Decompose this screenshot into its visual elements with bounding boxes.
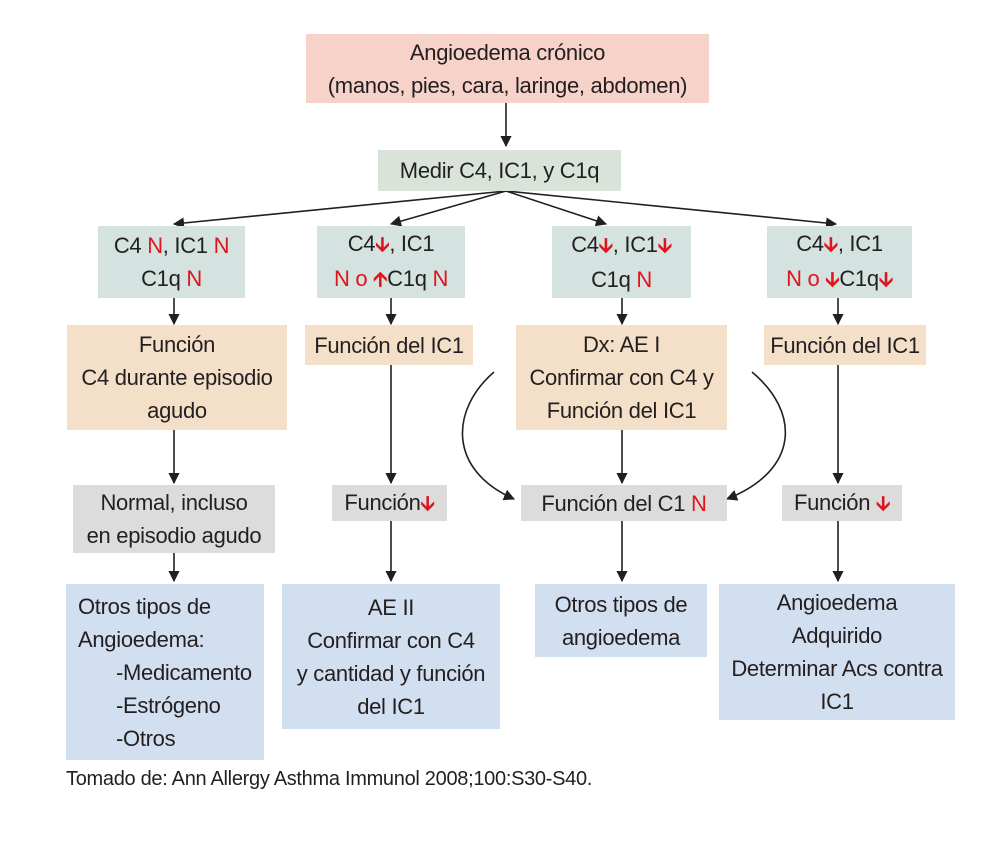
branch-4-outcome-line-2: Adquirido — [791, 623, 883, 648]
arrow-measure-to-branch-3 — [505, 190, 608, 227]
branch-2-result-line-1: C4🡫, IC1 — [347, 231, 435, 256]
branch-3-outcome-line-1: Otros tipos de — [554, 591, 688, 617]
chronic-angioedema-sites: (manos, pies, cara, laringe, abdomen) — [327, 72, 688, 98]
up-arrow-icon: 🡩 — [373, 269, 388, 291]
branch-3-result-box: C4🡫, IC1🡫 C1q N — [552, 226, 691, 298]
branch-4-outcome-line-4: IC1 — [820, 689, 854, 714]
normal-mark: N — [691, 490, 707, 516]
normal-mark: N — [432, 266, 449, 291]
branch-1-result-line-1: C4 N, IC1 N — [113, 233, 230, 258]
branch-4-outcome-box: Angioedema Adquirido Determinar Acs cont… — [719, 584, 955, 720]
branch-2-step2-line-1: Función del IC1 — [314, 332, 464, 358]
branch-3-result-line-2: C1q N — [591, 267, 652, 292]
branch-4-outcome-line-3: Determinar Acs contra — [731, 656, 943, 681]
branch-1-step3-box: Normal, incluso en episodio agudo — [73, 485, 275, 553]
normal-mark: N — [636, 267, 652, 292]
source-caption: Tomado de: Ann Allergy Asthma Immunol 20… — [66, 768, 593, 790]
branch-1-outcome-box: Otros tipos de Angioedema: -Medicamento … — [66, 584, 264, 760]
branch-1-step2-line-3: agudo — [147, 398, 207, 423]
normal-mark: N — [186, 266, 202, 291]
branch-4-result-box: C4🡫, IC1 N o 🡫C1q🡫 — [767, 226, 912, 298]
branch-3-outcome-box: Otros tipos de angioedema — [535, 584, 707, 657]
branch-2-outcome-line-2: Confirmar con C4 — [307, 627, 475, 653]
branch-2-outcome-line-1: AE II — [367, 594, 415, 620]
down-arrow-icon: 🡫 — [875, 492, 891, 515]
branch-1-outcome-line-3: -Medicamento — [116, 659, 252, 685]
curved-arrow-left-to-c1-function — [461, 371, 516, 501]
branch-1-outcome-line-1: Otros tipos de — [78, 593, 211, 619]
branch-2-step3-line-1: Función🡫 — [344, 489, 435, 515]
arrow-measure-to-branch-1 — [172, 190, 507, 229]
branch-2-outcome-line-4: del IC1 — [357, 693, 425, 719]
branch-1-result-box: C4 N, IC1 N C1q N — [98, 226, 245, 298]
measure-label: Medir C4, IC1, y C1q — [399, 158, 600, 183]
branch-4-step3-line-1: Función 🡫 — [793, 489, 891, 515]
branch-2-outcome-line-3: y cantidad y función — [296, 660, 486, 686]
branch-4-step3-box: Función 🡫 — [782, 485, 902, 521]
branch-3-step2-line-3: Función del IC1 — [546, 398, 697, 423]
branch-4-outcome-line-1: Angioedema — [776, 590, 898, 615]
branch-1-step2-box: Función C4 durante episodio agudo — [67, 325, 287, 430]
branch-1-step3-line-1: Normal, incluso — [100, 490, 248, 515]
branch-1-step2-line-1: Función — [138, 332, 216, 357]
branch-3-step2-box: Dx: AE I Confirmar con C4 y Función del … — [516, 325, 727, 430]
branch-1-step2-line-2: C4 durante episodio — [81, 365, 273, 390]
branch-4-result-line-1: C4🡫, IC1 — [796, 231, 883, 256]
branch-2-result-line-2: N o 🡩C1q N — [333, 266, 449, 291]
arrow-measure-to-branch-2 — [389, 190, 507, 227]
branch-3-result-line-1: C4🡫, IC1🡫 — [571, 232, 672, 257]
normal-mark: N — [147, 233, 163, 258]
branch-1-outcome-line-2: Angioedema: — [78, 626, 205, 652]
normal-mark: N — [213, 233, 230, 258]
branch-2-step2-box: Función del IC1 — [305, 325, 473, 365]
branch-1-result-line-2: C1q N — [141, 266, 202, 291]
down-arrow-icon: 🡫 — [598, 235, 613, 257]
branch-4-step2-line-1: Función del IC1 — [770, 332, 920, 358]
branch-2-step3-box: Función🡫 — [332, 485, 447, 521]
branch-4-result-line-2: N o 🡫C1q🡫 — [786, 266, 893, 291]
branch-1-step3-line-2: en episodio agudo — [86, 523, 262, 548]
branch-3-step3-line-1: Función del C1 N — [541, 490, 707, 516]
branch-2-result-box: C4🡫, IC1 N o 🡩C1q N — [317, 226, 465, 298]
down-arrow-icon: 🡫 — [657, 235, 672, 257]
branch-1-outcome-line-5: -Otros — [116, 725, 176, 751]
branch-4-step2-box: Función del IC1 — [764, 325, 926, 365]
branch-3-step2-line-2: Confirmar con C4 y — [529, 365, 714, 390]
chronic-angioedema-box: Angioedema crónico (manos, pies, cara, l… — [306, 34, 709, 103]
branch-3-outcome-line-2: angioedema — [561, 624, 681, 650]
arrow-measure-to-branch-4 — [505, 190, 838, 229]
down-arrow-icon: 🡫 — [420, 492, 435, 515]
chronic-angioedema-title: Angioedema crónico — [409, 39, 606, 65]
branch-2-outcome-box: AE II Confirmar con C4 y cantidad y func… — [282, 584, 500, 729]
branch-3-step3-box: Función del C1 N — [521, 485, 727, 521]
branch-3-step2-line-1: Dx: AE I — [582, 332, 661, 357]
down-arrow-icon: 🡫 — [375, 234, 390, 256]
measure-box: Medir C4, IC1, y C1q — [378, 150, 621, 191]
down-arrow-icon: 🡫 — [825, 269, 840, 291]
down-arrow-icon: 🡫 — [823, 234, 838, 256]
down-arrow-icon: 🡫 — [878, 269, 893, 291]
branch-1-outcome-line-4: -Estrógeno — [116, 692, 221, 718]
curved-arrow-right-to-c1-function — [725, 371, 787, 501]
